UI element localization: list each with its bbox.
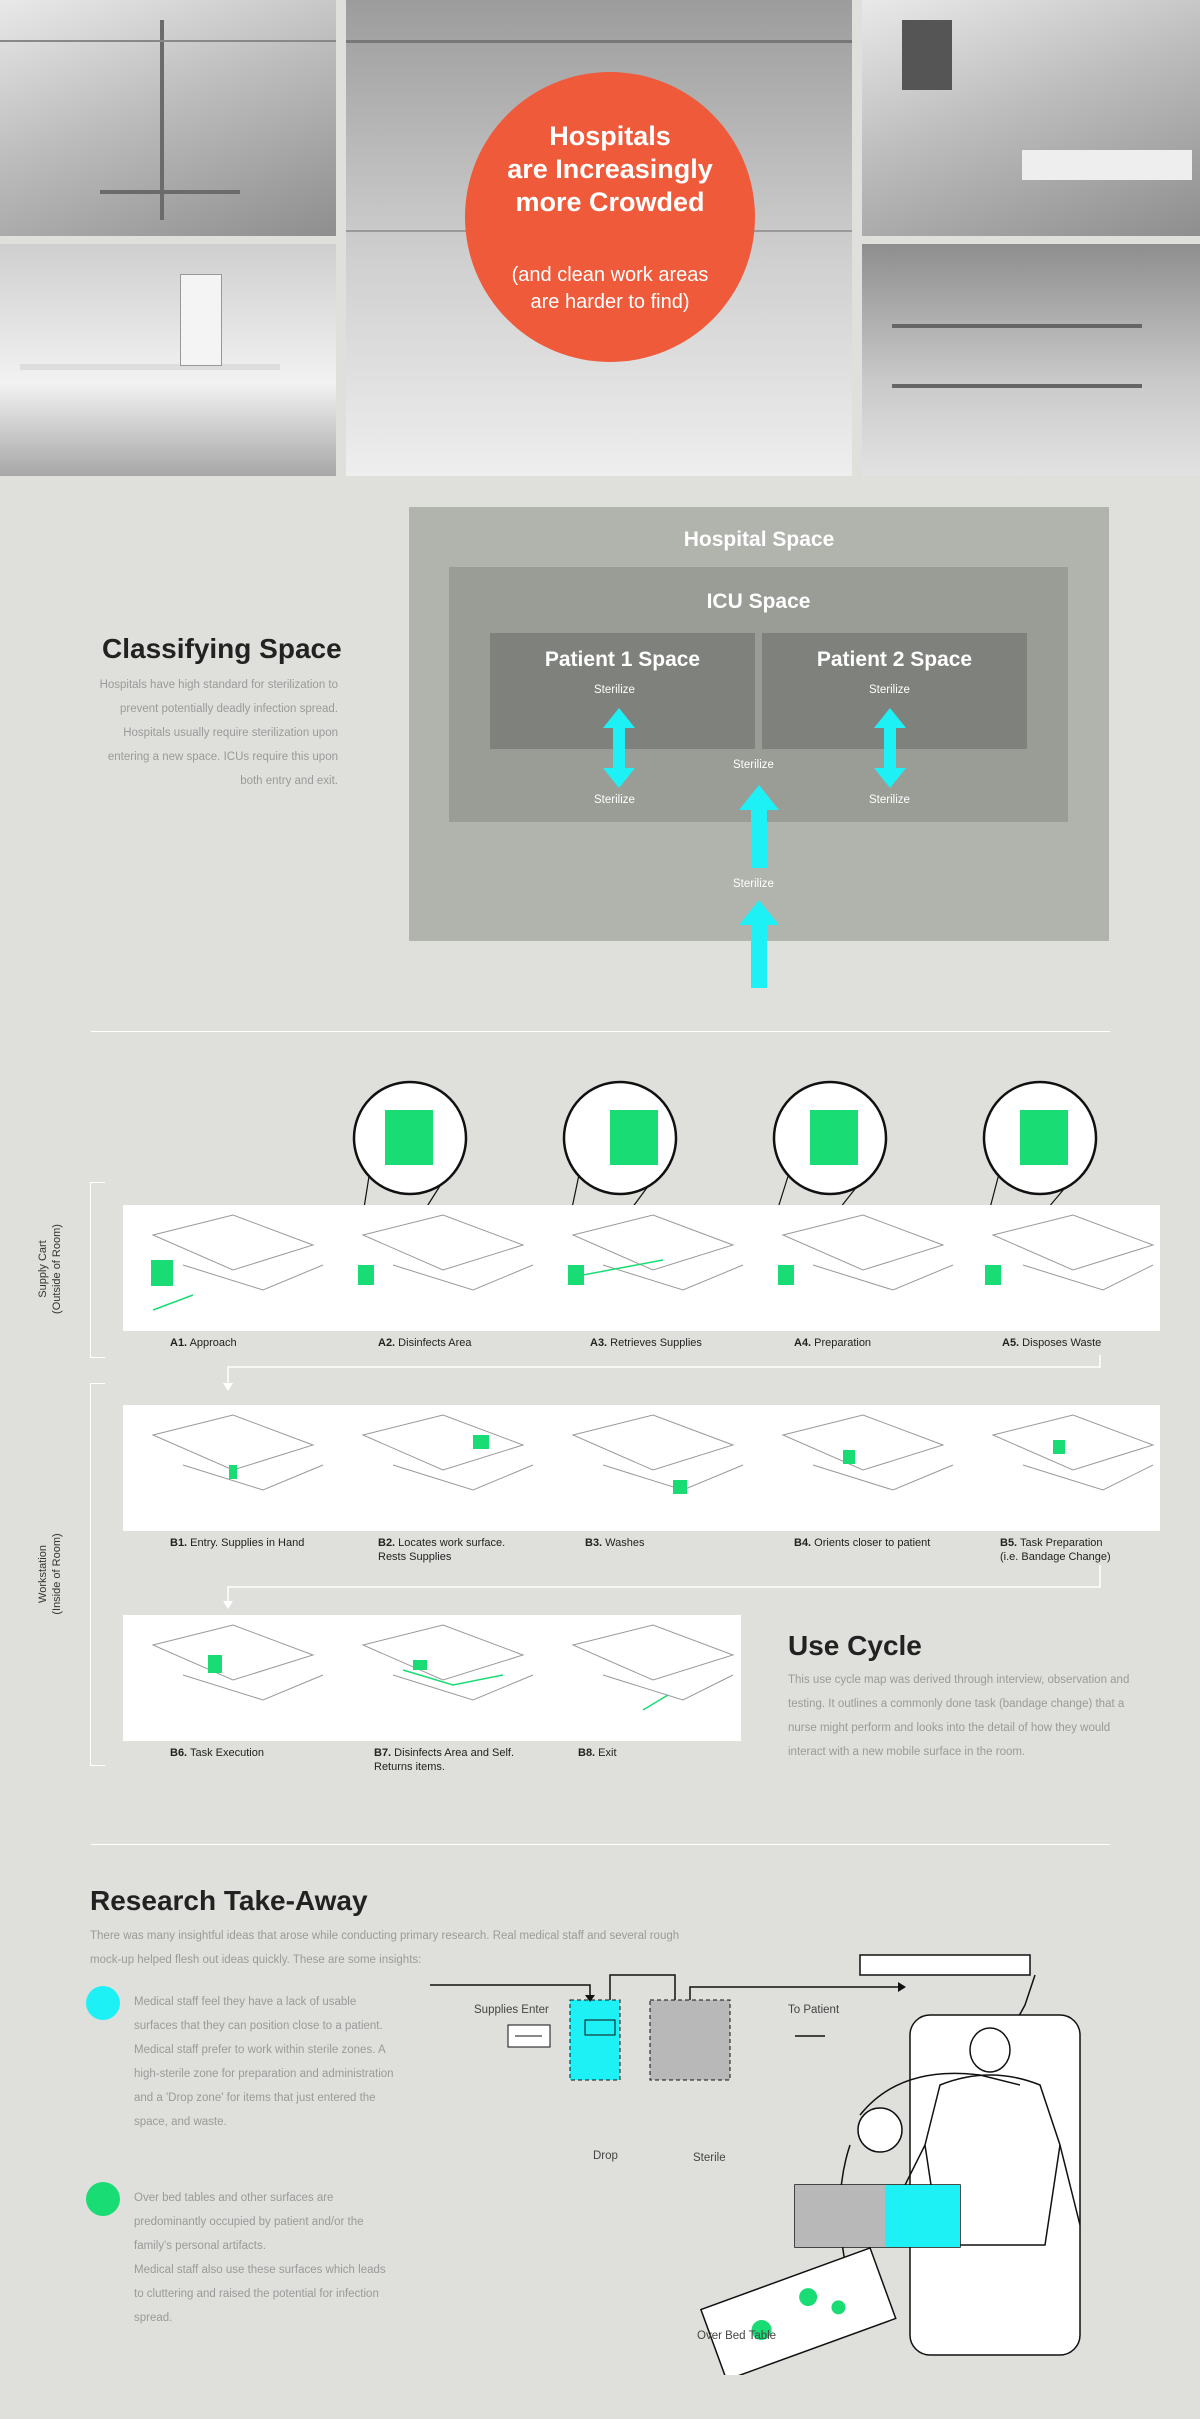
supplies-enter-label: Supplies Enter	[474, 2004, 549, 2016]
use-cycle-body: This use cycle map was derived through i…	[788, 1674, 1130, 1758]
section-divider-2	[91, 1844, 1110, 1845]
over-bed-table	[699, 2246, 897, 2375]
hospital-entry-arrow	[739, 900, 779, 988]
zone-diagram	[430, 1954, 1081, 2375]
p2-double-arrow	[874, 708, 906, 788]
row-b-scenes	[151, 1414, 1155, 1494]
sterilize-label-p1-top: Sterilize	[594, 684, 635, 696]
icu-entry-arrow	[739, 785, 779, 868]
to-patient-label: To Patient	[788, 2004, 840, 2016]
sterilize-label-icu: Sterilize	[733, 759, 774, 771]
caption-b3: B3. Washes	[585, 1537, 645, 1549]
p1-double-arrow	[603, 708, 635, 788]
insight-dot-green	[86, 2182, 120, 2216]
sterilize-label-p2-bottom: Sterilize	[869, 794, 910, 806]
hero-headline-circle: Hospitals are Increasingly more Crowded …	[465, 72, 755, 362]
caption-a2: A2. Disinfects Area	[378, 1337, 472, 1349]
section-divider-1	[91, 1031, 1110, 1032]
research-intro: There was many insightful ideas that aro…	[90, 1930, 680, 1966]
classifying-body: Hospitals have high standard for sterili…	[99, 679, 338, 787]
insight-2: Over bed tables and other surfaces are p…	[134, 2192, 386, 2324]
patient2-space-label: Patient 2 Space	[816, 648, 973, 671]
sterilize-label-p1-bottom: Sterilize	[594, 794, 635, 806]
use-cycle-row-b	[123, 1405, 1160, 1531]
insight-1: Medical staff feel they have a lack of u…	[134, 1996, 394, 2128]
sterilize-label-hospital: Sterilize	[733, 878, 774, 890]
icu-space-label: ICU Space	[706, 590, 811, 613]
caption-b5: B5. Task Preparation (i.e. Bandage Chang…	[1000, 1537, 1111, 1563]
overhead-rail	[859, 1954, 1031, 1976]
row-a-scenes	[151, 1214, 1155, 1311]
sterilize-arrows	[603, 708, 906, 988]
row-c-scenes	[151, 1624, 735, 1711]
zoom-callouts	[352, 1080, 1098, 1266]
caption-a4: A4. Preparation	[794, 1337, 872, 1349]
caption-a5: A5. Disposes Waste	[1002, 1337, 1102, 1349]
hero-subheadline: (and clean work areas are harder to find…	[511, 264, 709, 313]
patient1-space-label: Patient 1 Space	[544, 648, 701, 671]
caption-b6: B6. Task Execution	[170, 1747, 264, 1759]
caption-a3: A3. Retrieves Supplies	[590, 1337, 702, 1349]
hospital-space-label: Hospital Space	[683, 528, 835, 551]
caption-b1: B1. Entry. Supplies in Hand	[170, 1537, 305, 1549]
sterile-zone	[649, 1999, 731, 2081]
photo-icu-bed	[862, 0, 1200, 236]
drop-zone	[569, 1999, 621, 2081]
flow-connector-bc	[223, 1565, 1101, 1609]
flow-connector-ab	[223, 1355, 1101, 1391]
caption-b2: B2. Locates work surface. Rests Supplies	[378, 1537, 506, 1563]
photo-carts	[862, 244, 1200, 476]
sterilize-label-p2-top: Sterilize	[869, 684, 910, 696]
use-cycle-title: Use Cycle	[788, 1630, 922, 1661]
caption-a1: A1. Approach	[170, 1337, 237, 1349]
insight-dot-cyan	[86, 1986, 120, 2020]
research-title: Research Take-Away	[90, 1885, 368, 1916]
workstation-bracket	[90, 1383, 105, 1766]
workstation-label: Workstation (Inside of Room)	[37, 1533, 63, 1615]
sterile-label: Sterile	[693, 2152, 726, 2164]
over-bed-table-label: Over Bed Table	[697, 2330, 777, 2342]
caption-b7: B7. Disinfects Area and Self. Returns it…	[374, 1747, 515, 1773]
supply-bracket	[90, 1182, 105, 1358]
caption-b8: B8. Exit	[578, 1747, 617, 1759]
hero-headline: Hospitals are Increasingly more Crowded	[507, 121, 713, 217]
classifying-title: Classifying Space	[102, 633, 342, 664]
supply-cart-label: Supply Cart (Outside of Room)	[37, 1224, 63, 1314]
caption-b4: B4. Orients closer to patient	[794, 1537, 931, 1549]
drop-label: Drop	[593, 2150, 618, 2162]
photo-iv-stand	[0, 0, 336, 236]
photo-supply-cart	[0, 244, 336, 476]
